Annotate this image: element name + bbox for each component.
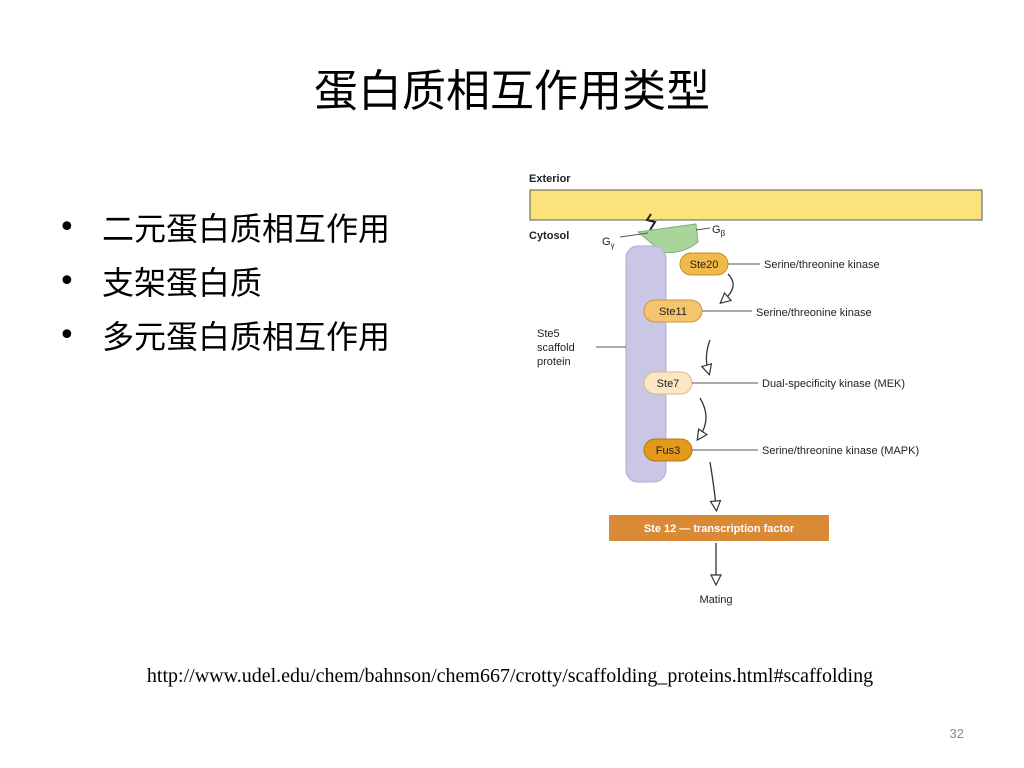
ste7-to-fus3-arrow <box>700 397 706 436</box>
ste20-description: Serine/threonine kinase <box>764 259 880 271</box>
fus3-to-ste12-arrow <box>709 461 716 506</box>
g-beta-label: Gβ <box>712 224 726 238</box>
mating-label: Mating <box>699 594 732 606</box>
g-beta-subscript: β <box>721 229 726 238</box>
ste11-label: Ste11 <box>659 306 687 318</box>
cytosol-label: Cytosol <box>529 230 569 242</box>
ste20-to-ste11-arrow <box>724 273 734 300</box>
bullet-list: • 二元蛋白质相互作用 • 支架蛋白质 • 多元蛋白质相互作用 <box>58 200 390 362</box>
exterior-label: Exterior <box>529 173 571 185</box>
bullet-marker: • <box>58 209 76 245</box>
membrane-anchor <box>645 213 657 231</box>
plasma-membrane <box>529 189 983 221</box>
bullet-item: • 二元蛋白质相互作用 <box>58 200 390 254</box>
bullet-item: • 支架蛋白质 <box>58 254 390 308</box>
bullet-text: 多元蛋白质相互作用 <box>102 318 391 356</box>
scaffold-label-line: scaffold <box>537 342 575 354</box>
ste12-label: Ste 12 — transcription factor <box>644 523 795 535</box>
g-gamma-base: G <box>602 236 611 248</box>
ste20-label: Ste20 <box>690 259 719 271</box>
bullet-text: 支架蛋白质 <box>102 264 263 302</box>
g-beta-base: G <box>712 224 721 236</box>
mapk-pathway-diagram: Exterior Cytosol Gγ Gβ Ste5 scaffold pro… <box>529 173 983 606</box>
bullet-text: 二元蛋白质相互作用 <box>102 210 391 248</box>
g-gamma-subscript: γ <box>611 241 615 250</box>
fus3-label: Fus3 <box>656 445 680 457</box>
ste11-to-ste7-arrow <box>706 339 710 370</box>
scaffold-label-line: protein <box>537 356 571 368</box>
source-url: http://www.udel.edu/chem/bahnson/chem667… <box>146 665 874 687</box>
page-number: 32 <box>949 726 964 741</box>
g-beta-leader <box>695 227 711 231</box>
ste7-label: Ste7 <box>657 378 680 390</box>
slide-title: 蛋白质相互作用类型 <box>314 66 710 117</box>
ste12-transcription-factor-box <box>609 515 829 541</box>
g-gamma-leader <box>619 232 649 238</box>
ste11-description: Serine/threonine kinase <box>756 307 872 319</box>
ste7-description: Dual-specificity kinase (MEK) <box>762 378 905 390</box>
fus3-description: Serine/threonine kinase (MAPK) <box>762 445 919 457</box>
bullet-item: • 多元蛋白质相互作用 <box>58 308 390 362</box>
scaffold-label: Ste5 scaffold protein <box>537 328 578 368</box>
g-gamma-label: Gγ <box>602 236 615 250</box>
scaffold-label-line: Ste5 <box>537 328 560 340</box>
bullet-marker: • <box>58 317 76 353</box>
bullet-marker: • <box>58 263 76 299</box>
